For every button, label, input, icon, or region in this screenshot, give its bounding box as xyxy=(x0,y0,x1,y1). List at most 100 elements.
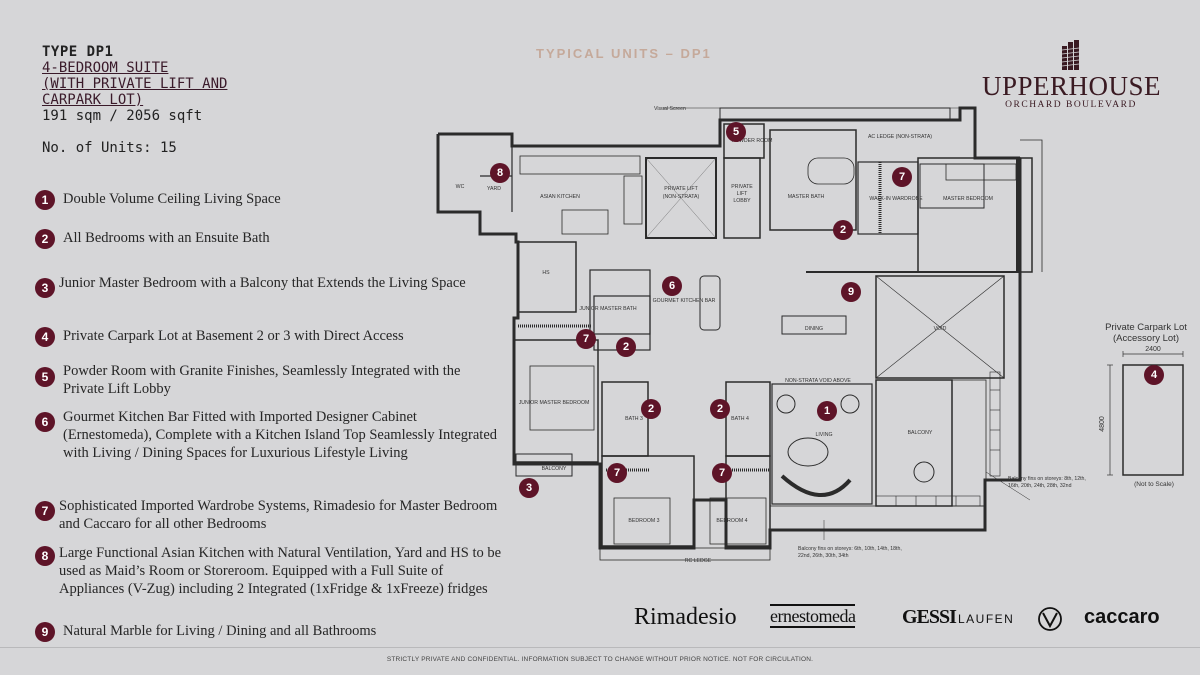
feature-number: 3 xyxy=(35,278,55,298)
marker-3: 3 xyxy=(519,478,539,498)
svg-text:7: 7 xyxy=(719,467,725,479)
feature-item: 5 Powder Room with Granite Finishes, Sea… xyxy=(35,362,505,398)
brand-caccaro: caccaro xyxy=(1084,606,1160,628)
svg-text:8: 8 xyxy=(497,167,503,179)
unit-subtitle-2: (WITH PRIVATE LIFT AND xyxy=(42,76,228,92)
brand-ernestomeda: ernestomeda xyxy=(770,604,856,628)
balcony-fins-note-right: Balcony fins on storeys: 8th, 12th, 16th… xyxy=(1008,476,1086,489)
marker-7: 7 xyxy=(892,167,912,187)
feature-text: Natural Marble for Living / Dining and a… xyxy=(63,623,377,639)
feature-number: 7 xyxy=(35,501,55,521)
room-label-junior-balcony: BALCONY xyxy=(542,466,567,472)
feature-item: 9 Natural Marble for Living / Dining and… xyxy=(35,622,505,642)
building-logo-icon xyxy=(1061,40,1080,70)
feature-item: 6 Gourmet Kitchen Bar Fitted with Import… xyxy=(35,408,505,462)
svg-text:4: 4 xyxy=(1151,369,1158,381)
feature-text: Large Functional Asian Kitchen with Natu… xyxy=(59,545,502,597)
feature-text: Powder Room with Granite Finishes, Seaml… xyxy=(63,363,461,397)
room-label-junior-master-bath: JUNIOR MASTER BATH xyxy=(579,306,637,312)
footer-divider xyxy=(0,647,1200,648)
marker-7: 7 xyxy=(607,463,627,483)
room-label-dining: DINING xyxy=(805,326,823,332)
floor-plan: YARD WC ASIAN KITCHEN HS PRIVATE LIFT (N… xyxy=(436,106,1086,564)
brand-gessi: GESSI xyxy=(902,606,957,628)
unit-subtitle-1: 4-BEDROOM SUITE xyxy=(42,60,169,76)
unit-type: TYPE DP1 xyxy=(42,44,114,60)
feature-number: 9 xyxy=(35,622,55,642)
room-label-lobby-1: PRIVATE xyxy=(731,184,753,190)
svg-text:7: 7 xyxy=(583,333,589,345)
page-title: TYPICAL UNITS – DP1 xyxy=(536,46,712,61)
room-label-lobby-3: LOBBY xyxy=(733,198,751,204)
room-label-powder-room: POWDER ROOM xyxy=(732,138,773,144)
room-label-bath-3: BATH 3 xyxy=(625,416,643,422)
svg-text:5: 5 xyxy=(733,126,739,138)
feature-text: Double Volume Ceiling Living Space xyxy=(63,191,281,207)
room-label-master-bath: MASTER BATH xyxy=(788,194,825,200)
brand-logo: UPPERHOUSE ORCHARD BOULEVARD xyxy=(982,40,1161,110)
room-label-private-lift-sub: (NON-STRATA) xyxy=(663,194,700,200)
svg-text:2: 2 xyxy=(840,224,846,236)
room-label-bedroom-4: BEDROOM 4 xyxy=(716,518,747,524)
feature-number: 2 xyxy=(35,229,55,249)
feature-item: 1 Double Volume Ceiling Living Space xyxy=(35,190,505,210)
room-label-master-bedroom: MASTER BEDROOM xyxy=(943,196,993,202)
brand-rimadesio: Rimadesio xyxy=(634,604,737,630)
marker-8: 8 xyxy=(490,163,510,183)
room-label-hs: HS xyxy=(542,270,550,276)
unit-subtitle-3: CARPARK LOT) xyxy=(42,92,144,108)
room-label-living: LIVING xyxy=(815,432,832,438)
carpark-width: 2400 xyxy=(1145,346,1161,353)
room-label-walk-in-wardrobe: WALK-IN WARDROBE xyxy=(869,196,923,202)
feature-item: 8 Large Functional Asian Kitchen with Na… xyxy=(35,544,505,598)
unit-count: No. of Units: 15 xyxy=(42,140,177,156)
balcony-fins-note-bottom: Balcony fins on storeys: 6th, 10th, 14th… xyxy=(798,546,902,559)
feature-text: Private Carpark Lot at Basement 2 or 3 w… xyxy=(63,328,404,344)
unit-area: 191 sqm / 2056 sqft xyxy=(42,108,203,124)
room-label-ac-ledge: AC LEDGE (NON-STRATA) xyxy=(868,134,932,140)
marker-2: 2 xyxy=(641,399,661,419)
marker-1: 1 xyxy=(817,401,837,421)
brand-strip: Rimadesio ernestomeda GESSI LAUFEN cacca… xyxy=(634,600,1179,636)
feature-number: 5 xyxy=(35,367,55,387)
feature-number: 6 xyxy=(35,412,55,432)
svg-text:6: 6 xyxy=(669,280,675,292)
footer-disclaimer: STRICTLY PRIVATE AND CONFIDENTIAL. INFOR… xyxy=(386,656,814,663)
carpark-scale-note: (Not to Scale) xyxy=(1134,481,1174,488)
carpark-length: 4800 xyxy=(1099,416,1106,432)
unit-info: TYPE DP1 4-BEDROOM SUITE (WITH PRIVATE L… xyxy=(42,44,512,156)
room-label-non-strata-void: NON-STRATA VOID ABOVE xyxy=(785,378,851,384)
marker-9: 9 xyxy=(841,282,861,302)
room-label-asian-kitchen: ASIAN KITCHEN xyxy=(540,194,580,200)
room-label-bath-4: BATH 4 xyxy=(731,416,749,422)
svg-text:2: 2 xyxy=(623,341,629,353)
marker-7: 7 xyxy=(576,329,596,349)
marker-4: 4 xyxy=(1144,365,1164,385)
brand-laufen: LAUFEN xyxy=(958,612,1015,626)
feature-item: 7 Sophisticated Imported Wardrobe System… xyxy=(35,497,505,533)
feature-item: 3 Junior Master Bedroom with a Balcony t… xyxy=(35,274,505,298)
room-label-wc: WC xyxy=(456,184,465,190)
marker-5: 5 xyxy=(726,122,746,142)
room-label-balcony: BALCONY xyxy=(908,430,933,436)
room-label-void: VOID xyxy=(934,326,947,332)
marker-2: 2 xyxy=(833,220,853,240)
marker-2: 2 xyxy=(616,337,636,357)
svg-text:9: 9 xyxy=(848,286,854,298)
room-label-gourmet-kitchen-bar: GOURMET KITCHEN BAR xyxy=(653,298,716,304)
feature-text: Sophisticated Imported Wardrobe Systems,… xyxy=(59,498,498,532)
feature-item: 4 Private Carpark Lot at Basement 2 or 3… xyxy=(35,327,505,347)
marker-2: 2 xyxy=(710,399,730,419)
svg-text:2: 2 xyxy=(717,403,723,415)
room-label-rc-ledge-bottom: RC LEDGE xyxy=(685,558,712,564)
room-label-junior-master-bedroom: JUNIOR MASTER BEDROOM xyxy=(519,400,590,406)
carpark-title: Private Carpark Lot (Accessory Lot) xyxy=(1100,322,1192,344)
carpark-title-line2: (Accessory Lot) xyxy=(1113,333,1179,344)
room-label-lobby-2: LIFT xyxy=(737,191,748,197)
feature-text: Gourmet Kitchen Bar Fitted with Imported… xyxy=(63,409,498,461)
svg-text:2: 2 xyxy=(648,403,654,415)
brand-subtitle: ORCHARD BOULEVARD xyxy=(1005,100,1137,110)
svg-text:7: 7 xyxy=(614,467,620,479)
vzug-logo-icon xyxy=(1037,606,1063,637)
feature-text: Junior Master Bedroom with a Balcony tha… xyxy=(59,275,466,291)
